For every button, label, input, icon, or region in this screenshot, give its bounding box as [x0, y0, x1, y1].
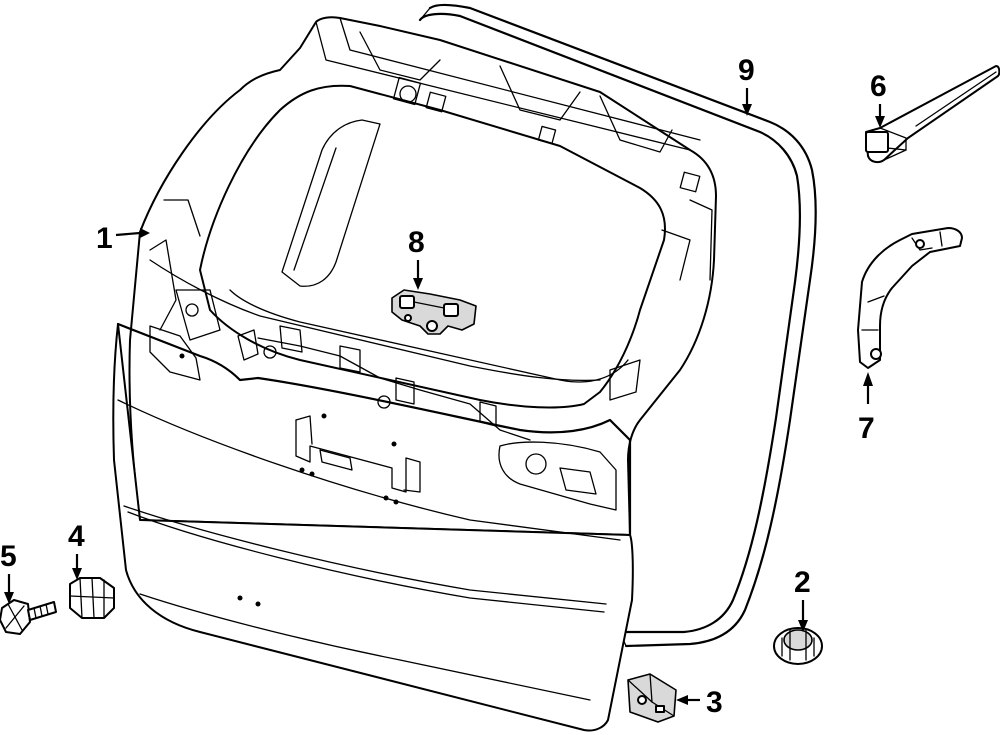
callout-3-label: 3 [706, 686, 723, 719]
callout-7-label: 7 [858, 412, 875, 445]
callout-7: 7 [858, 372, 875, 445]
latch-assembly [391, 289, 477, 335]
hinge [857, 227, 963, 369]
callout-4: 4 [68, 520, 85, 580]
mounting-bracket [627, 673, 677, 723]
liftgate-panel [112, 16, 717, 732]
callout-5: 5 [0, 540, 17, 604]
callout-1-label: 1 [96, 222, 113, 255]
callout-8-label: 8 [408, 226, 425, 259]
callout-3: 3 [676, 686, 723, 719]
callout-4-label: 4 [68, 520, 85, 553]
callout-8: 8 [408, 226, 425, 290]
callout-1: 1 [96, 222, 150, 255]
callout-9: 9 [738, 54, 755, 116]
callout-2-label: 2 [794, 566, 811, 599]
bolt [0, 599, 57, 635]
nut [69, 577, 115, 619]
callout-2: 2 [794, 566, 811, 632]
callout-9-label: 9 [738, 54, 755, 87]
callout-5-label: 5 [0, 540, 17, 573]
callout-6-label: 6 [870, 70, 887, 103]
wiper-arm [865, 65, 1000, 164]
retainer-clip [773, 627, 823, 665]
callout-6: 6 [870, 70, 887, 128]
